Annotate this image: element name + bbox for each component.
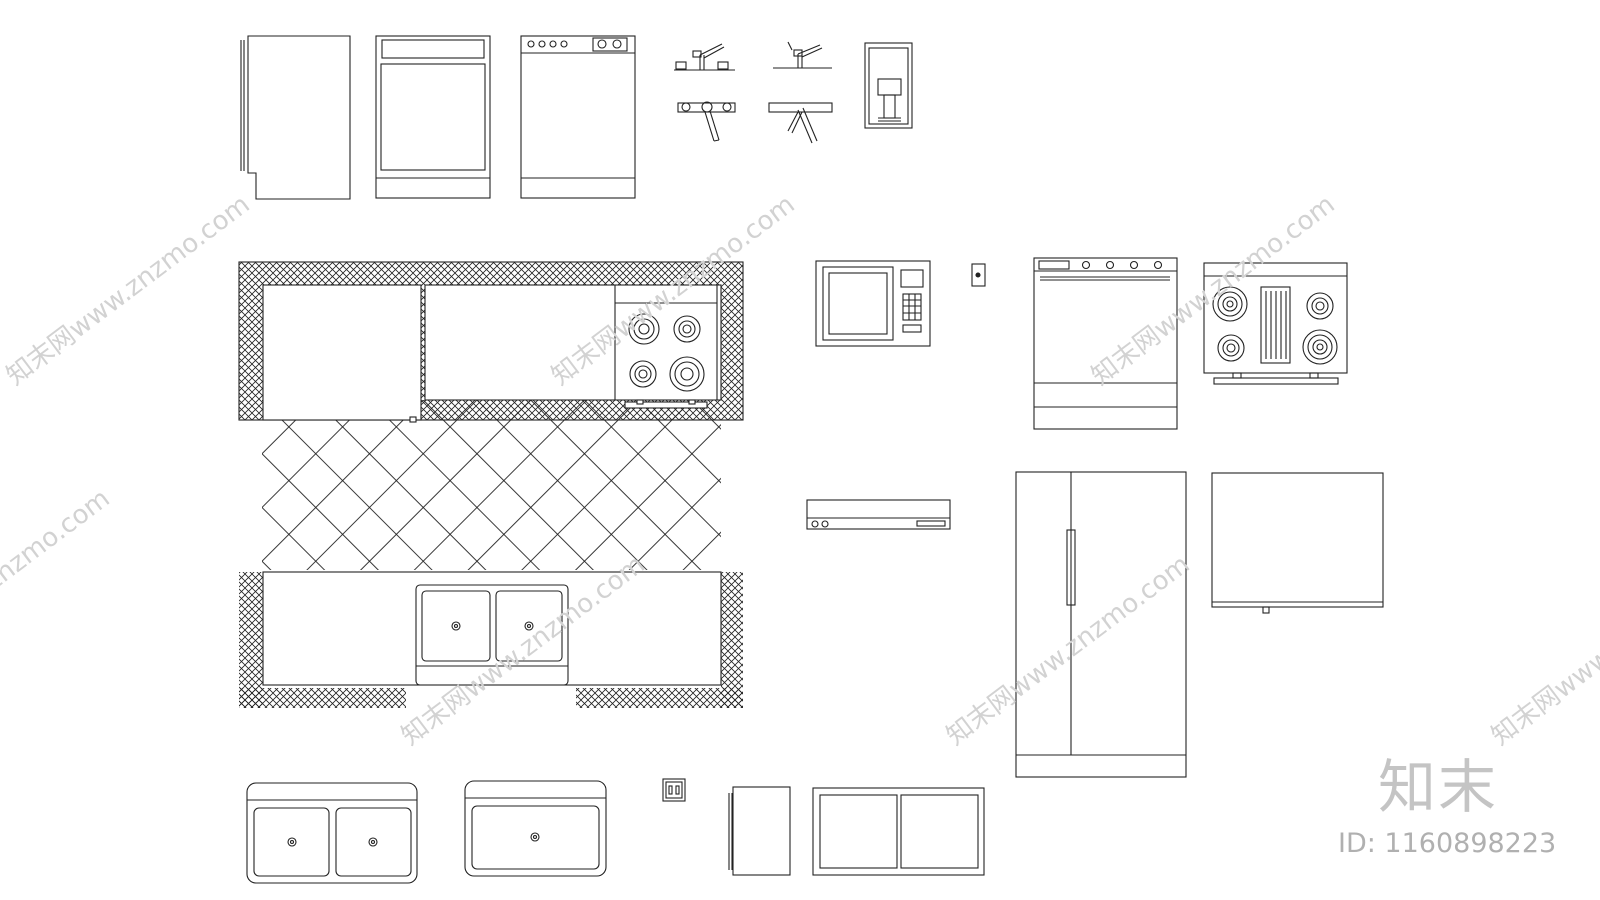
counter-plan: [1211, 472, 1384, 614]
floor-tiles: [262, 400, 721, 570]
watermark-text-6: 知末网www.znzmo.com: [941, 549, 1195, 751]
lower-left-hatch: [239, 572, 263, 708]
dishwasher-elevation: [375, 35, 491, 199]
water-dispenser: [864, 42, 913, 129]
asset-id-label: ID: 1160898223: [1338, 828, 1557, 859]
faucet-plan-1: [677, 101, 736, 142]
range-hood: [806, 499, 951, 530]
watermark-text-4: 知末网www.znzmo.com: [0, 483, 116, 685]
small-cabinet: [728, 786, 791, 876]
double-switch: [662, 778, 686, 802]
double-window-unit: [812, 787, 985, 876]
upper-counter-left: [262, 284, 422, 421]
oven-range-elevation: [1033, 257, 1178, 430]
brand-logo-text: 知末: [1378, 753, 1499, 821]
watermark-text-7: 知末网www.znzmo.com: [1486, 549, 1600, 751]
faucet-elevation-1: [674, 43, 735, 71]
single-sink: [464, 780, 607, 877]
outlet: [971, 263, 986, 287]
faucet-elevation-2: [773, 41, 832, 69]
cooktop-plan: [1203, 262, 1348, 385]
side-panel-elevation: [240, 35, 351, 200]
watermark-text-1: 知末网www.znzmo.com: [1, 189, 255, 391]
plan-double-sink: [415, 584, 569, 686]
microwave: [815, 260, 931, 347]
kitchen-plan: [238, 261, 744, 708]
faucet-plan-2: [768, 102, 833, 144]
double-sink: [246, 782, 418, 884]
watermark-text-3: 知末网www.znzmo.com: [1086, 189, 1340, 391]
lower-right-hatch: [721, 572, 743, 708]
range-elevation: [520, 35, 636, 199]
plan-cooktop-burners: [628, 313, 705, 392]
refrigerator-plan: [1015, 471, 1187, 778]
